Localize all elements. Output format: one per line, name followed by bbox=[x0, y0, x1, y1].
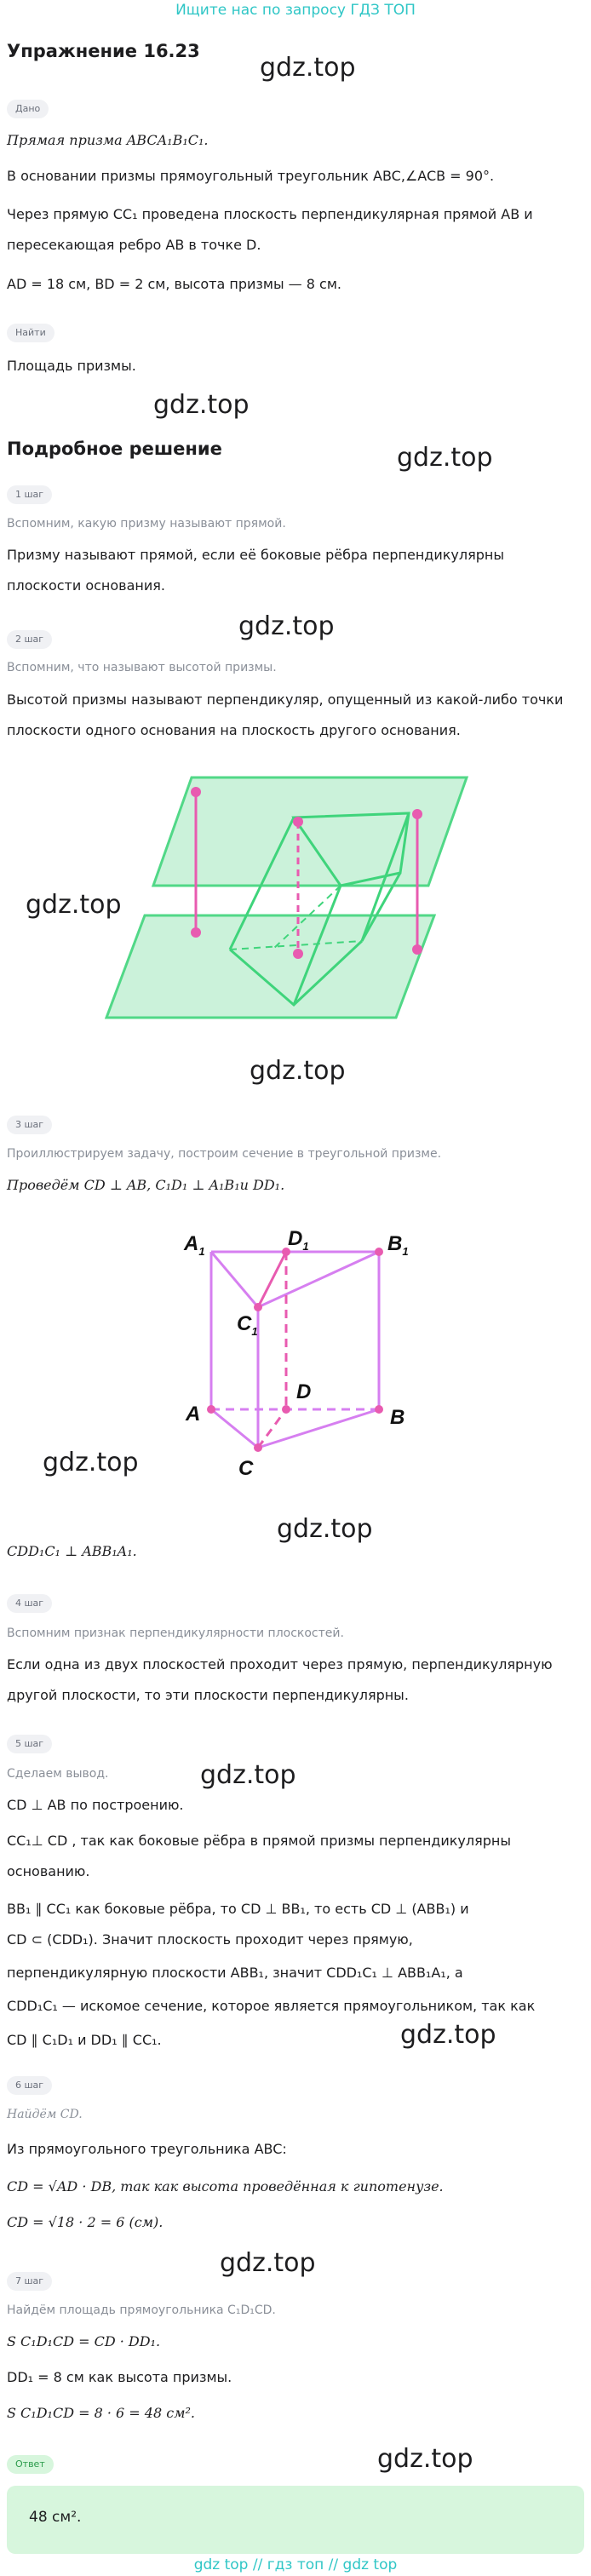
given-line: Прямая призма ABCA₁B₁C₁. bbox=[7, 132, 209, 148]
answer-chip: Ответ bbox=[7, 2455, 54, 2474]
find-line: Площадь призмы. bbox=[7, 358, 136, 374]
watermark: gdz.top bbox=[220, 2248, 316, 2278]
step2-hint: Вспомним, что называют высотой призмы. bbox=[7, 661, 277, 674]
step4-chip: 4 шаг bbox=[7, 1594, 53, 1613]
step1-line: Призму называют прямой, если её боковые … bbox=[7, 547, 504, 563]
watermark: gdz.top bbox=[238, 611, 335, 641]
solution-title: Подробное решение bbox=[7, 439, 222, 459]
step1-chip: 1 шаг bbox=[7, 485, 53, 504]
step5-line: CD ⊂ (CDD₁). Значит плоскость проходит ч… bbox=[7, 1931, 413, 1948]
step6-chip: 6 шаг bbox=[7, 2076, 53, 2095]
watermark: gdz.top bbox=[260, 53, 356, 83]
label-d: D bbox=[296, 1380, 311, 1403]
answer-box bbox=[7, 2486, 584, 2554]
step2-line: Высотой призмы называют перпендикуляр, о… bbox=[7, 691, 564, 708]
label-c1: C1 bbox=[237, 1312, 258, 1338]
step5-line: CC₁⊥ CD , так как боковые рёбра в прямой… bbox=[7, 1833, 511, 1849]
watermark: gdz.top bbox=[200, 1760, 296, 1790]
top-banner[interactable]: Ищите нас по запросу ГДЗ ТОП bbox=[175, 2, 416, 19]
step3-line: Проведём CD ⊥ AB, C₁D₁ ⊥ A₁B₁и DD₁. bbox=[7, 1177, 285, 1193]
step5-line: BB₁ ∥ CC₁ как боковые рёбра, то CD ⊥ BB₁… bbox=[7, 1901, 469, 1917]
step4-line: Если одна из двух плоскостей проходит че… bbox=[7, 1656, 553, 1672]
step6-line: CD = √AD · DB, так как высота проведённа… bbox=[7, 2178, 444, 2194]
watermark: gdz.top bbox=[400, 2020, 496, 2050]
watermark: gdz.top bbox=[397, 443, 493, 473]
step7-line: S C₁D₁CD = CD · DD₁. bbox=[7, 2333, 161, 2349]
prism-height-figure bbox=[104, 776, 469, 1019]
given-line: В основании призмы прямоугольный треугол… bbox=[7, 168, 495, 184]
answer-text: 48 см². bbox=[29, 2509, 82, 2526]
step7-chip: 7 шаг bbox=[7, 2272, 53, 2291]
step2-line: плоскости одного основания на плоскость … bbox=[7, 722, 461, 738]
step7-line: S C₁D₁CD = 8 · 6 = 48 см². bbox=[7, 2405, 195, 2421]
label-a: A bbox=[185, 1403, 200, 1426]
page-title: Упражнение 16.23 bbox=[7, 41, 200, 61]
given-chip: Дано bbox=[7, 100, 49, 118]
label-a1: A1 bbox=[183, 1232, 205, 1258]
step5-line: CD ⊥ AB по построению. bbox=[7, 1797, 184, 1813]
step5-chip: 5 шаг bbox=[7, 1735, 53, 1753]
step5-line: CDD₁C₁ — искомое сечение, которое являет… bbox=[7, 1998, 536, 2014]
watermark: gdz.top bbox=[153, 390, 250, 420]
given-line: пересекающая ребро AB в точке D. bbox=[7, 237, 261, 253]
watermark: gdz.top bbox=[377, 2444, 473, 2474]
step4-line: другой плоскости, то эти плоскости перпе… bbox=[7, 1687, 409, 1703]
step5-line: CD ∥ C₁D₁ и DD₁ ∥ CC₁. bbox=[7, 2032, 162, 2048]
footer-links[interactable]: gdz top // гдз топ // gdz top bbox=[193, 2556, 398, 2573]
step7-line: DD₁ = 8 см как высота призмы. bbox=[7, 2369, 232, 2385]
step2-chip: 2 шаг bbox=[7, 630, 53, 649]
step3-line: CDD₁C₁ ⊥ ABB₁A₁. bbox=[7, 1543, 137, 1559]
step3-hint: Проиллюстрируем задачу, построим сечение… bbox=[7, 1147, 442, 1161]
step6-line: Из прямоугольного треугольника ABC: bbox=[7, 2141, 287, 2157]
prism-section-figure: A1 D1 B1 C1 D A B C bbox=[183, 1227, 409, 1480]
step6-line: CD = √18 · 2 = 6 (см). bbox=[7, 2214, 164, 2230]
label-b: B bbox=[390, 1406, 405, 1429]
step6-hint: Найдём CD. bbox=[7, 2108, 83, 2121]
step1-hint: Вспомним, какую призму называют прямой. bbox=[7, 517, 286, 531]
step5-hint: Сделаем вывод. bbox=[7, 1767, 109, 1781]
step7-hint: Найдём площадь прямоугольника C₁D₁CD. bbox=[7, 2303, 276, 2317]
watermark: gdz.top bbox=[43, 1448, 139, 1477]
watermark: gdz.top bbox=[26, 890, 122, 920]
step5-line: перпендикулярную плоскости ABB₁, значит … bbox=[7, 1965, 463, 1981]
label-d1: D1 bbox=[288, 1227, 309, 1253]
step4-hint: Вспомним признак перпендикулярности плос… bbox=[7, 1626, 344, 1640]
find-chip: Найти bbox=[7, 324, 55, 342]
label-b1: B1 bbox=[387, 1232, 409, 1258]
watermark: gdz.top bbox=[250, 1056, 346, 1086]
step5-line: основанию. bbox=[7, 1863, 90, 1879]
given-line: AD = 18 см, BD = 2 см, высота призмы — 8… bbox=[7, 276, 341, 292]
step3-chip: 3 шаг bbox=[7, 1116, 53, 1134]
label-c: C bbox=[238, 1457, 254, 1480]
watermark: gdz.top bbox=[277, 1514, 373, 1544]
given-line: Через прямую CC₁ проведена плоскость пер… bbox=[7, 206, 533, 222]
step1-line: плоскости основания. bbox=[7, 577, 165, 594]
